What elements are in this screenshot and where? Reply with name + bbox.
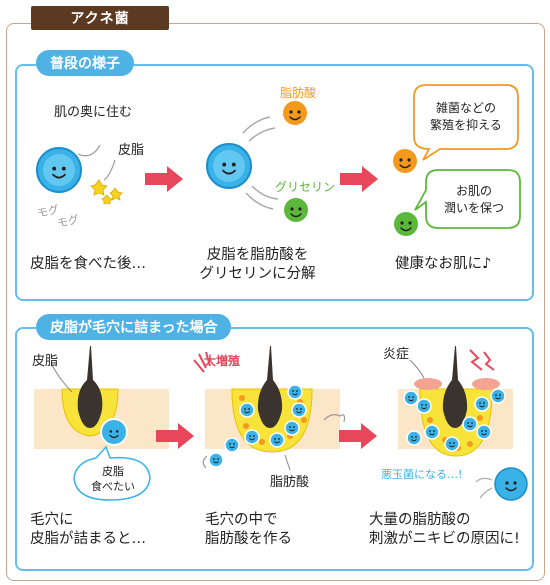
- bad-bacteria-icon: [494, 467, 528, 501]
- caption-line: 皮脂を脂肪酸を: [206, 247, 309, 263]
- motion-line: [248, 127, 276, 142]
- caption-line: 毛穴に: [30, 512, 74, 528]
- bacteria-icon: [36, 147, 82, 193]
- bacteria-icon: [269, 432, 285, 448]
- bacteria-icon: [403, 390, 419, 406]
- hair-icon: [442, 346, 468, 428]
- hair-icon: [257, 346, 283, 428]
- bacteria-icon: [284, 420, 300, 436]
- bacteria-icon: [206, 143, 252, 189]
- bacteria-icon: [406, 430, 422, 446]
- bubble-moisture: お肌の 潤いを保つ: [428, 183, 520, 217]
- section-clogged-heading: 皮脂が毛穴に詰まった場合: [36, 314, 232, 340]
- caption-line: グリセリンに分解: [199, 266, 316, 282]
- caption-decompose: 皮脂を脂肪酸を グリセリンに分解: [190, 246, 325, 284]
- caption-line: 刺激がニキビの原因に!: [369, 531, 520, 547]
- steam-icon: [202, 455, 208, 469]
- bacteria-icon: [224, 437, 240, 453]
- bubble-suppress: 雑菌などの 繁殖を抑える: [416, 100, 516, 134]
- caption-line: 毛穴の中で: [205, 512, 278, 528]
- motion-line: [245, 192, 274, 210]
- arrow-icon: [145, 166, 183, 192]
- bubble-line: 繁殖を抑える: [430, 118, 502, 132]
- caption-after-eating: 皮脂を食べた後…: [30, 256, 146, 272]
- bacteria-icon: [244, 429, 260, 445]
- label-fatty-acid: 脂肪酸: [280, 86, 317, 100]
- label-lives-deep: 肌の奥に住む: [54, 105, 133, 120]
- label-glycerin: グリセリン: [275, 180, 336, 194]
- page-title: アクネ菌: [31, 6, 169, 30]
- bacteria-icon: [490, 388, 506, 404]
- inflammation: [414, 378, 442, 390]
- caption-line: 大量の脂肪酸の: [369, 512, 471, 528]
- glycerin-icon: [284, 198, 308, 222]
- section-normal-heading: 普段の様子: [36, 50, 134, 76]
- caption-line: 脂肪酸を作る: [205, 531, 292, 547]
- label-inflammation: 炎症: [383, 347, 410, 362]
- hair-icon: [77, 346, 103, 428]
- pointer-line: [409, 359, 425, 379]
- bacteria-icon: [416, 398, 432, 414]
- bacteria-icon: [462, 416, 478, 432]
- bubble-line: 食べたい: [91, 480, 135, 493]
- speech-bubble: [73, 445, 151, 501]
- bacteria-icon: [100, 418, 128, 446]
- caption-healthy-skin: 健康なお肌に♪: [395, 256, 492, 272]
- steam-icon: [323, 414, 346, 423]
- fatty-acid-icon: [283, 101, 307, 125]
- speech-bubble: [413, 84, 519, 161]
- bacteria-icon: [291, 402, 307, 418]
- bacteria-icon: [287, 384, 303, 400]
- bacteria-icon: [476, 424, 492, 440]
- motion-line: [475, 477, 493, 499]
- bubble-want-sebum: 皮脂 食べたい: [78, 464, 148, 494]
- pointer-line: [77, 144, 101, 157]
- caption-clogged: 毛穴に 皮脂が詰まると…: [30, 511, 146, 549]
- inflammation: [472, 378, 500, 390]
- label-proliferation: 大増殖: [204, 354, 241, 368]
- arrow-icon: [156, 423, 194, 449]
- bacteria-icon: [239, 402, 255, 418]
- fatty-acid-icon: [393, 149, 417, 173]
- burst-lines: [193, 351, 211, 373]
- caption-line: 皮脂が詰まると…: [30, 531, 146, 547]
- label-sebum: 皮脂: [118, 143, 145, 158]
- bubble-line: 皮脂: [102, 465, 124, 478]
- arrow-icon: [339, 423, 377, 449]
- pointer-line: [284, 454, 291, 471]
- sebum-crumbs-icon: [90, 179, 123, 205]
- motion-line: [251, 185, 279, 200]
- label-fatty-acid: 脂肪酸: [270, 475, 310, 490]
- label-sebum: 皮脂: [32, 354, 59, 369]
- bacteria-icon: [444, 436, 460, 452]
- speech-bubble: [414, 169, 521, 229]
- pointer-line: [51, 364, 73, 393]
- caption-make-fatty-acid: 毛穴の中で 脂肪酸を作る: [205, 511, 292, 549]
- glycerin-icon: [394, 212, 418, 236]
- pain-zigzag: [469, 349, 495, 371]
- motion-line: [242, 116, 271, 134]
- bubble-line: お肌の: [455, 184, 492, 198]
- bubble-line: 潤いを保つ: [443, 201, 504, 215]
- pointer-line: [103, 159, 116, 181]
- caption-acne-cause: 大量の脂肪酸の 刺激がニキビの原因に!: [369, 511, 520, 549]
- arrow-icon: [340, 166, 378, 192]
- bacteria-icon: [424, 424, 440, 440]
- bacteria-icon: [474, 396, 490, 412]
- bubble-line: 雑菌などの: [435, 101, 496, 115]
- bacteria-icon: [208, 452, 224, 468]
- label-bad-bacteria: 悪玉菌になる…!: [381, 468, 463, 481]
